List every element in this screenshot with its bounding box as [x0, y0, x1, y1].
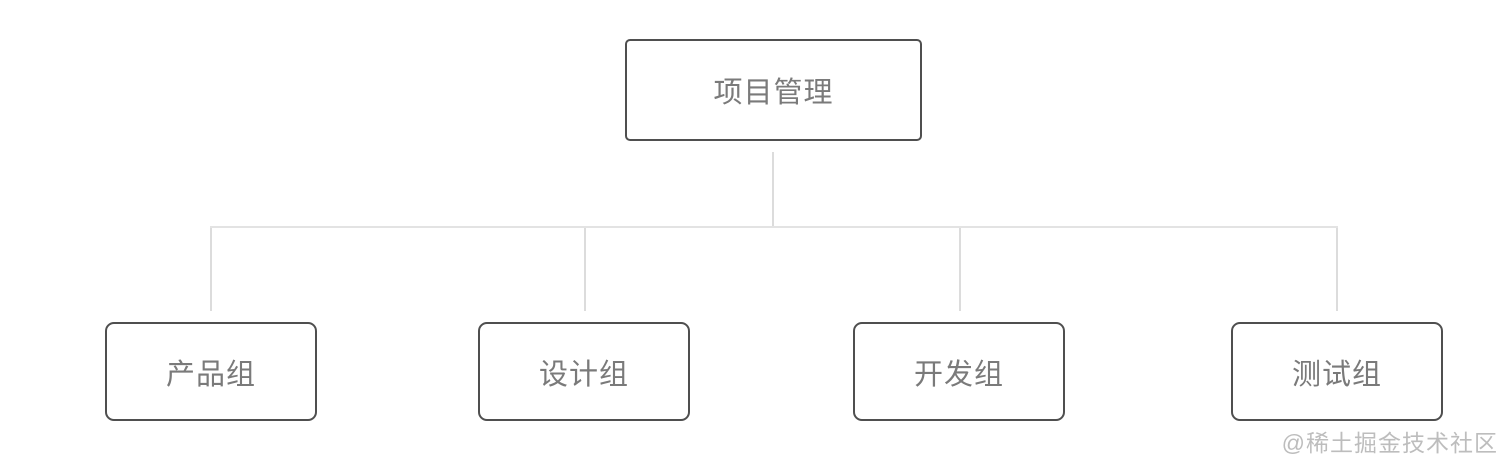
- node-project-management-label: 项目管理: [713, 77, 834, 109]
- node-project-management: 项目管理: [625, 39, 922, 141]
- connector-drop-testing: [1336, 228, 1338, 311]
- node-product-group: 产品组: [105, 322, 317, 421]
- node-testing-group: 测试组: [1231, 322, 1443, 421]
- node-testing-group-label: 测试组: [1291, 358, 1382, 391]
- connector-drop-product: [210, 228, 212, 311]
- connector-drop-development: [959, 228, 961, 311]
- node-development-group-label: 开发组: [913, 358, 1004, 391]
- watermark: @稀土掘金技术社区: [1281, 430, 1498, 456]
- node-design-group-label: 设计组: [538, 358, 629, 391]
- connector-drop-design: [584, 228, 586, 311]
- node-development-group: 开发组: [853, 322, 1065, 421]
- connector-horizontal-bus: [210, 226, 1338, 228]
- connector-root-stem: [772, 152, 774, 227]
- node-design-group: 设计组: [478, 322, 690, 421]
- node-product-group-label: 产品组: [165, 358, 256, 391]
